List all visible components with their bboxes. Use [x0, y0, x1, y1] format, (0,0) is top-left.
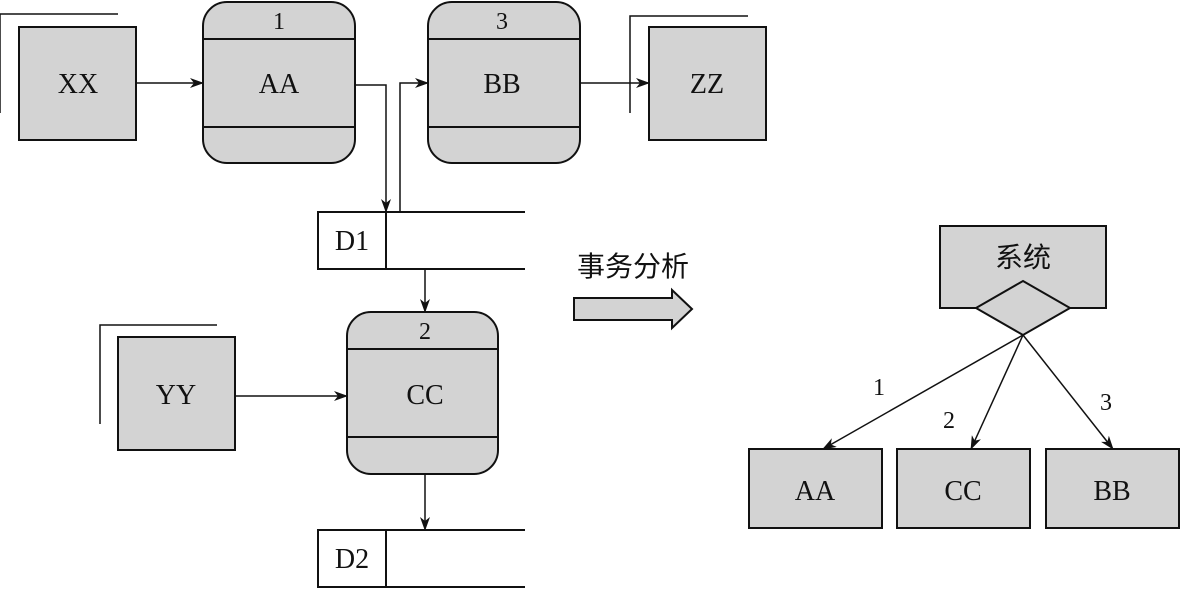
data-store-d2: D2	[317, 529, 525, 588]
process-cc-number: 2	[419, 319, 431, 345]
external-entity-yy-box	[117, 336, 236, 451]
external-entity-yy-label: YY	[156, 380, 196, 411]
data-store-d2-id-box	[317, 529, 387, 588]
external-entity-xx-label: XX	[58, 69, 98, 100]
external-entity-xx: XX	[0, 13, 137, 141]
transform-arrow-icon	[573, 287, 694, 331]
structure-edge-aa	[822, 334, 1024, 450]
process-cc-label: CC	[406, 380, 443, 411]
structure-module-cc-label: CC	[944, 476, 981, 507]
external-entity-yy-shadow	[99, 324, 217, 424]
flow-d1-to-bb	[399, 78, 429, 212]
structure-root: 系统	[939, 225, 1107, 337]
structure-edge-bb	[1022, 334, 1114, 450]
process-aa: 1 AA	[202, 1, 356, 164]
structure-module-cc: CC	[896, 448, 1031, 529]
structure-module-bb-box	[1045, 448, 1180, 529]
process-aa-label: AA	[259, 69, 300, 100]
process-bb-number: 3	[496, 9, 508, 35]
structure-module-cc-box	[896, 448, 1031, 529]
external-entity-zz-label: ZZ	[690, 69, 724, 100]
external-entity-zz-box	[648, 26, 767, 141]
structure-edge-bb-number: 3	[1100, 390, 1112, 416]
structure-module-aa-label: AA	[795, 476, 836, 507]
structure-module-bb: BB	[1045, 448, 1180, 529]
process-bb: 3 BB	[427, 1, 581, 164]
data-store-d1-label: D1	[335, 226, 369, 257]
structure-module-bb-label: BB	[1093, 476, 1130, 507]
data-store-d1-id-box	[317, 211, 387, 270]
external-entity-yy: YY	[99, 324, 236, 451]
data-store-d2-label: D2	[335, 544, 369, 575]
process-bb-label: BB	[483, 69, 520, 100]
process-aa-number: 1	[273, 9, 285, 35]
external-entity-zz-shadow	[629, 15, 748, 113]
structure-module-aa: AA	[748, 448, 883, 529]
transform-label: 事务分析	[577, 250, 689, 283]
structure-module-aa-box	[748, 448, 883, 529]
process-cc: 2 CC	[346, 311, 499, 475]
data-store-d1: D1	[317, 211, 525, 270]
flow-aa-to-d1	[355, 84, 391, 213]
structure-edge-cc	[970, 334, 1024, 450]
structure-edge-aa-number: 1	[873, 375, 885, 401]
external-entity-zz: ZZ	[629, 15, 767, 141]
structure-edge-cc-number: 2	[943, 408, 955, 434]
external-entity-xx-shadow	[0, 13, 118, 113]
structure-root-label: 系统	[995, 241, 1051, 274]
external-entity-xx-box	[18, 26, 137, 141]
